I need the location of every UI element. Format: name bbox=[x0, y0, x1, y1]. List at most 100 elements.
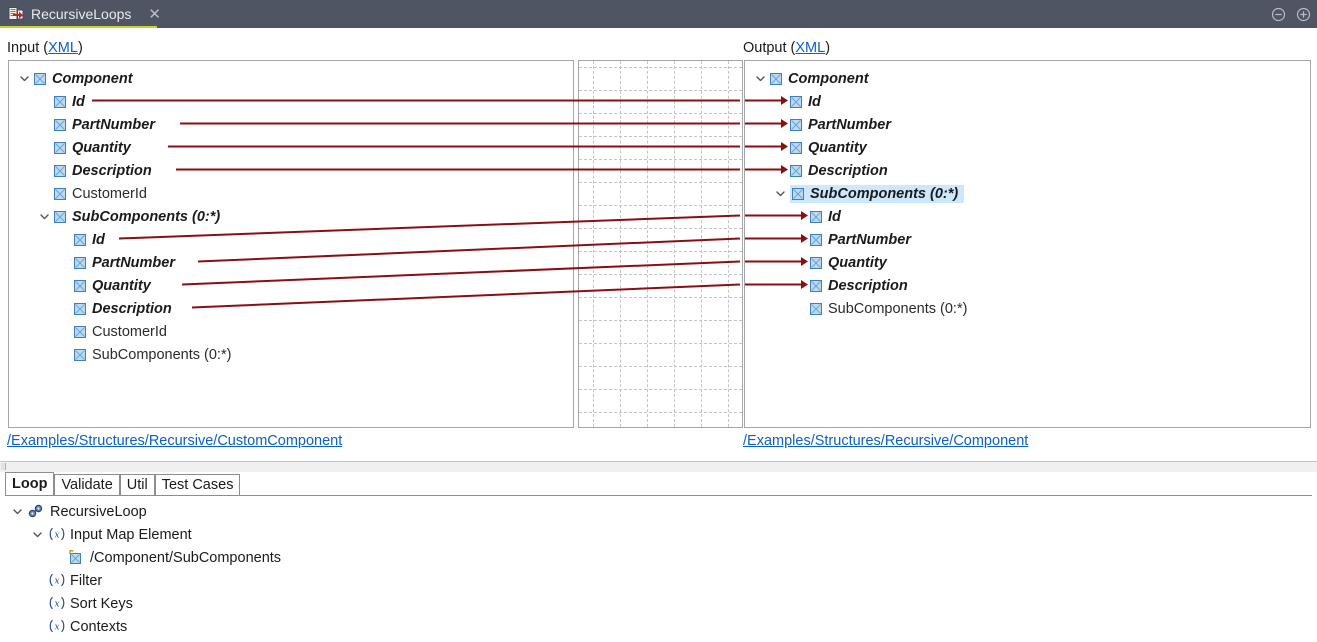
output-tree-row[interactable]: Id bbox=[793, 205, 841, 228]
grid-line-vertical bbox=[728, 61, 729, 427]
chevron-down-icon[interactable] bbox=[17, 71, 32, 86]
element-icon bbox=[54, 210, 66, 223]
chevron-down-icon[interactable] bbox=[753, 71, 768, 86]
chevron-down-icon[interactable] bbox=[30, 527, 45, 542]
maximize-icon[interactable] bbox=[1296, 7, 1311, 22]
tree-indent-spacer bbox=[57, 278, 72, 293]
output-tree-row[interactable]: PartNumber bbox=[773, 113, 891, 136]
input-tree-row-label: Description bbox=[72, 162, 152, 179]
input-tree-row-label: Quantity bbox=[92, 277, 151, 294]
chevron-down-icon[interactable] bbox=[10, 504, 25, 519]
element-icon bbox=[792, 187, 804, 200]
input-tree-row[interactable]: Id bbox=[37, 90, 85, 113]
tree-indent-spacer bbox=[773, 140, 788, 155]
input-xml-link[interactable]: XML bbox=[48, 40, 78, 56]
output-tree-row-label: Id bbox=[828, 208, 841, 225]
input-label-suffix: ) bbox=[77, 40, 83, 56]
input-tree-row[interactable]: CustomerId bbox=[37, 182, 147, 205]
output-xml-link[interactable]: XML bbox=[795, 40, 826, 56]
tree-indent-spacer bbox=[57, 301, 72, 316]
splitter-thumb[interactable] bbox=[1, 463, 6, 470]
grid-line-vertical bbox=[647, 61, 648, 427]
output-tree-row[interactable]: Description bbox=[773, 159, 888, 182]
function-icon: x bbox=[48, 619, 65, 634]
loop-tree-row[interactable]: /Component/SubComponents bbox=[50, 546, 281, 569]
loop-tree-row-label: Input Map Element bbox=[70, 526, 192, 543]
element-icon bbox=[74, 348, 86, 361]
tab-loop[interactable]: Loop bbox=[5, 472, 55, 495]
output-tree-row[interactable]: Description bbox=[793, 274, 908, 297]
grid-line-horizontal bbox=[579, 297, 742, 298]
chevron-down-icon[interactable] bbox=[37, 209, 52, 224]
output-tree-row[interactable]: Quantity bbox=[793, 251, 887, 274]
output-tree-row[interactable]: SubComponents (0:*) bbox=[773, 182, 965, 205]
output-tree-row[interactable]: PartNumber bbox=[793, 228, 911, 251]
element-icon bbox=[770, 72, 782, 85]
window-controls bbox=[1271, 0, 1311, 28]
tab-util[interactable]: Util bbox=[119, 474, 155, 495]
function-icon: x bbox=[48, 596, 65, 611]
input-tree-row-label: Description bbox=[92, 300, 172, 317]
editor-tab-recursiveloops[interactable]: RecursiveLoops ✕ bbox=[0, 0, 171, 28]
element-icon bbox=[74, 256, 86, 269]
input-tree-row[interactable]: Quantity bbox=[57, 274, 151, 297]
element-icon bbox=[74, 302, 86, 315]
title-bar: RecursiveLoops ✕ bbox=[0, 0, 1317, 31]
input-structure-path-link[interactable]: /Examples/Structures/Recursive/CustomCom… bbox=[7, 433, 343, 449]
loop-tree-row[interactable]: x Sort Keys bbox=[30, 592, 133, 615]
tab-validate[interactable]: Validate bbox=[54, 474, 120, 495]
input-tree-row[interactable]: Component bbox=[17, 67, 133, 90]
element-icon bbox=[74, 233, 86, 246]
tab-test-cases[interactable]: Test Cases bbox=[154, 474, 241, 495]
grid-line-horizontal bbox=[579, 113, 742, 114]
tree-indent-spacer bbox=[57, 347, 72, 362]
tree-indent-spacer bbox=[773, 163, 788, 178]
element-icon bbox=[54, 95, 66, 108]
tree-indent-spacer bbox=[793, 278, 808, 293]
input-tree-row[interactable]: Quantity bbox=[37, 136, 131, 159]
input-tree-row[interactable]: Id bbox=[57, 228, 105, 251]
grid-line-vertical bbox=[701, 61, 702, 427]
close-icon[interactable]: ✕ bbox=[148, 5, 161, 23]
input-tree-row[interactable]: SubComponents (0:*) bbox=[37, 205, 220, 228]
output-tree-row[interactable]: Quantity bbox=[773, 136, 867, 159]
input-tree-row-label: Quantity bbox=[72, 139, 131, 156]
chevron-down-icon[interactable] bbox=[773, 186, 788, 201]
output-structure-path-link[interactable]: /Examples/Structures/Recursive/Component bbox=[743, 433, 1029, 449]
selected-node-highlight: SubComponents (0:*) bbox=[790, 184, 965, 203]
input-tree-row-label: Component bbox=[52, 70, 133, 87]
tree-indent-spacer bbox=[57, 255, 72, 270]
output-tree-row-label: Id bbox=[808, 93, 821, 110]
tree-indent-spacer bbox=[30, 619, 45, 634]
input-tree-row[interactable]: CustomerId bbox=[57, 320, 167, 343]
output-panel-label: Output (XML) bbox=[743, 40, 830, 56]
grid-line-horizontal bbox=[579, 205, 742, 206]
input-tree-row-label: CustomerId bbox=[92, 323, 167, 340]
output-tree-row[interactable]: SubComponents (0:*) bbox=[793, 297, 967, 320]
loop-tree-row-label: Sort Keys bbox=[70, 595, 133, 612]
tree-indent-spacer bbox=[793, 209, 808, 224]
input-tree-row[interactable]: Description bbox=[37, 159, 152, 182]
tree-indent-spacer bbox=[57, 232, 72, 247]
minimize-icon[interactable] bbox=[1271, 7, 1286, 22]
tree-indent-spacer bbox=[37, 140, 52, 155]
input-tree-row[interactable]: PartNumber bbox=[57, 251, 175, 274]
input-tree-row[interactable]: SubComponents (0:*) bbox=[57, 343, 231, 366]
grid-line-horizontal bbox=[579, 90, 742, 91]
input-panel-label: Input (XML) bbox=[7, 40, 83, 56]
connector-grid-panel[interactable] bbox=[578, 60, 743, 428]
loop-tree-row[interactable]: RecursiveLoop bbox=[10, 500, 147, 523]
output-tree-row[interactable]: Component bbox=[753, 67, 869, 90]
grid-line-horizontal bbox=[579, 182, 742, 183]
output-tree-row[interactable]: Id bbox=[773, 90, 821, 113]
input-tree-row[interactable]: PartNumber bbox=[37, 113, 155, 136]
element-icon bbox=[54, 164, 66, 177]
input-tree-row[interactable]: Description bbox=[57, 297, 172, 320]
